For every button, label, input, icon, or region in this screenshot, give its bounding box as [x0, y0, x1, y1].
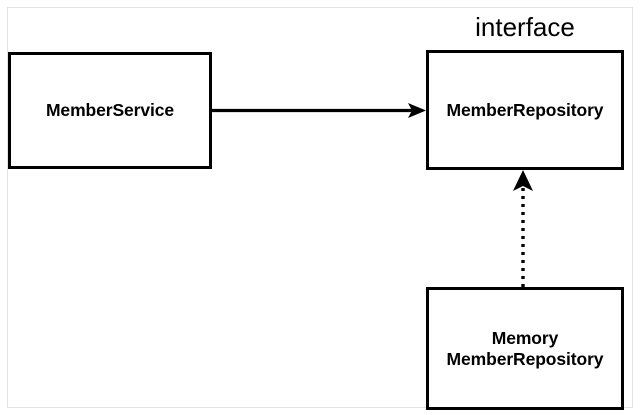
node-member-service[interactable]: MemberService: [8, 52, 212, 169]
edge-realization-memory-to-repository: [513, 170, 533, 287]
node-member-repository[interactable]: MemberRepository: [426, 50, 624, 170]
edge-dependency-service-to-repository: [212, 103, 426, 118]
node-memory-member-repository[interactable]: Memory MemberRepository: [426, 287, 624, 410]
node-memory-member-repository-label: Memory MemberRepository: [446, 327, 604, 369]
filled-triangle-arrow-icon: [513, 170, 533, 191]
node-member-repository-label: MemberRepository: [446, 99, 604, 120]
open-arrow-icon: [408, 103, 426, 118]
node-member-service-label: MemberService: [45, 100, 175, 121]
interface-stereotype-label: interface: [475, 12, 575, 42]
